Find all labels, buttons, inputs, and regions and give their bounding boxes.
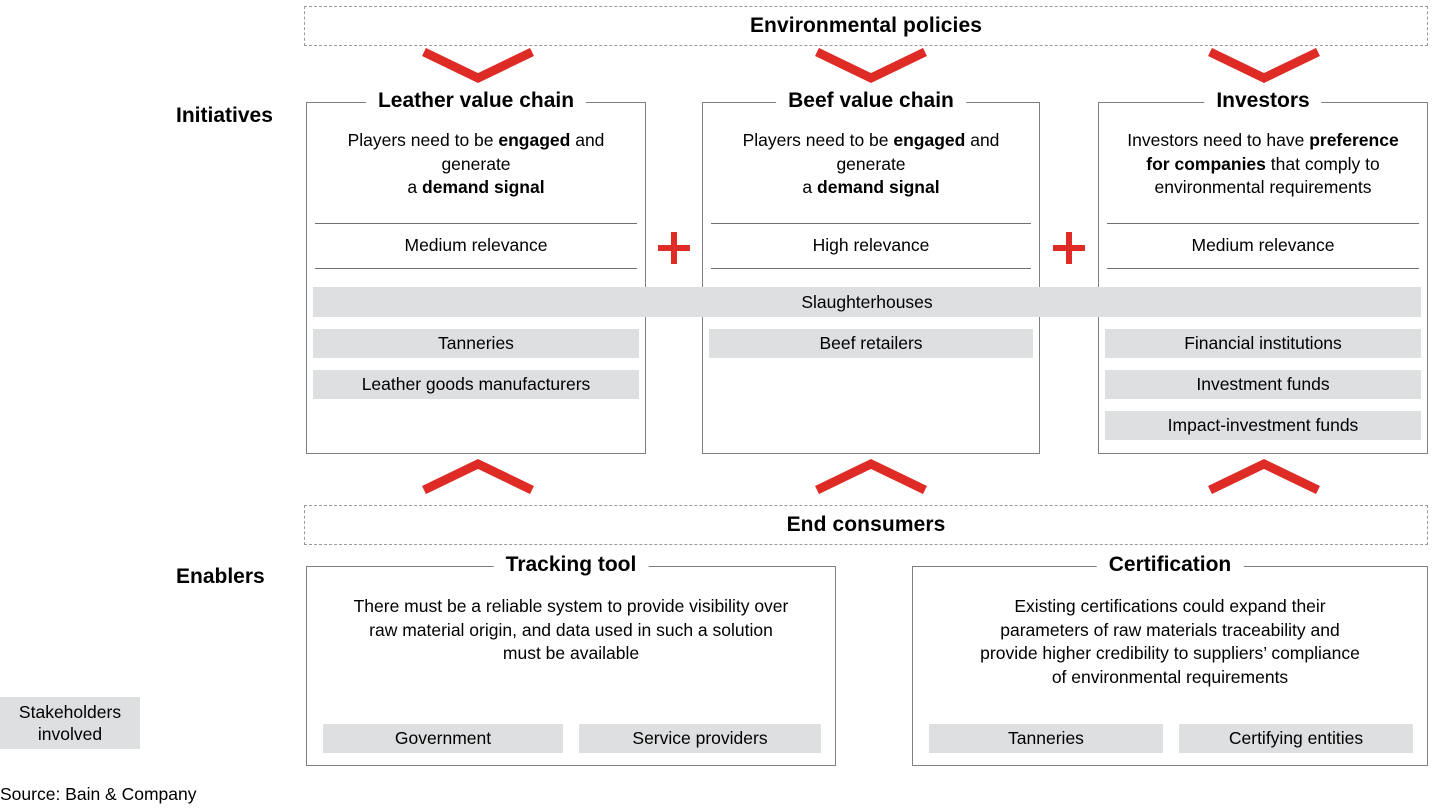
stakeholder-chip-label: Tanneries xyxy=(1008,728,1084,748)
stakeholder-chip-tanneries: Tanneries xyxy=(313,329,639,358)
chevron-up-icon-beef xyxy=(813,458,929,494)
stakeholder-chip-label: Certifying entities xyxy=(1228,728,1364,748)
stakeholder-chip-label: Investment funds xyxy=(1196,374,1330,394)
environmental-policies-label: Environmental policies xyxy=(749,14,983,37)
enabler-body-certification: Existing certifications could expand the… xyxy=(980,596,1360,687)
end-consumers-band: End consumers xyxy=(304,505,1428,545)
stakeholder-chip-investment-funds: Investment funds xyxy=(1105,370,1421,399)
chevron-down-icon-investors xyxy=(1206,48,1322,84)
divider-top-investors xyxy=(1107,223,1419,224)
initiative-card-beef: Beef value chain Players need to be enga… xyxy=(702,90,1040,454)
chevron-down-icon-beef xyxy=(813,48,929,84)
enabler-card-certification: Certification Existing certifications co… xyxy=(912,554,1428,766)
stakeholder-chip-tanneries-cert: Tanneries xyxy=(929,724,1163,753)
row-label-enablers: Enablers xyxy=(176,565,265,588)
stakeholder-chip-label: Financial institutions xyxy=(1184,333,1342,353)
legend-line-1: Stakeholders xyxy=(18,702,122,722)
end-consumers-label: End consumers xyxy=(786,513,946,536)
plus-separator-2 xyxy=(1053,232,1085,264)
initiative-title-leather: Leather value chain xyxy=(365,90,587,112)
stakeholder-chip-slaughterhouses: Slaughterhouses xyxy=(313,287,1421,317)
stakeholder-chip-service-providers: Service providers xyxy=(579,724,821,753)
initiative-title-beef: Beef value chain xyxy=(776,90,966,112)
enabler-title-tracking-tool: Tracking tool xyxy=(493,554,649,576)
divider-bottom-beef xyxy=(711,268,1031,269)
initiative-card-investors: Investors Investors need to have prefere… xyxy=(1098,90,1428,454)
source-note: Source: Bain & Company xyxy=(0,784,197,804)
stakeholder-chip-government: Government xyxy=(323,724,563,753)
enabler-card-tracking-tool: Tracking tool There must be a reliable s… xyxy=(306,554,836,766)
plus-separator-1 xyxy=(658,232,690,264)
legend-line-2: involved xyxy=(37,724,103,744)
divider-bottom-investors xyxy=(1107,268,1419,269)
stakeholder-chip-label: Service providers xyxy=(632,728,768,748)
stakeholder-chip-label: Impact-investment funds xyxy=(1167,415,1359,435)
legend-stakeholders-involved: Stakeholders involved xyxy=(0,697,140,749)
enabler-title-certification: Certification xyxy=(1096,554,1244,576)
stakeholder-chip-impact-investment-funds: Impact-investment funds xyxy=(1105,411,1421,440)
stakeholder-chip-financial-institutions: Financial institutions xyxy=(1105,329,1421,358)
stakeholder-chip-certifying-entities: Certifying entities xyxy=(1179,724,1413,753)
stakeholder-chip-label: Slaughterhouses xyxy=(801,291,933,312)
chevron-down-icon-leather xyxy=(420,48,536,84)
initiative-title-investors: Investors xyxy=(1204,90,1322,112)
enabler-body-tracking-tool: There must be a reliable system to provi… xyxy=(353,596,789,663)
stakeholder-chip-label: Tanneries xyxy=(438,333,514,353)
row-label-initiatives: Initiatives xyxy=(176,104,273,127)
divider-top-beef xyxy=(711,223,1031,224)
initiative-card-leather: Leather value chain Players need to be e… xyxy=(306,90,646,454)
initiative-relevance-investors: Medium relevance xyxy=(1191,235,1335,255)
chevron-up-icon-leather xyxy=(420,458,536,494)
divider-bottom-leather xyxy=(315,268,637,269)
initiative-relevance-beef: High relevance xyxy=(812,235,930,255)
stakeholder-chip-label: Government xyxy=(394,728,492,748)
stakeholder-chip-leather-goods-manufacturers: Leather goods manufacturers xyxy=(313,370,639,399)
initiative-relevance-leather: Medium relevance xyxy=(404,235,548,255)
environmental-policies-band: Environmental policies xyxy=(304,6,1428,46)
stakeholder-chip-label: Beef retailers xyxy=(819,333,923,353)
stakeholder-chip-label: Leather goods manufacturers xyxy=(361,374,591,394)
chevron-up-icon-investors xyxy=(1206,458,1322,494)
stakeholder-chip-beef-retailers: Beef retailers xyxy=(709,329,1033,358)
divider-top-leather xyxy=(315,223,637,224)
